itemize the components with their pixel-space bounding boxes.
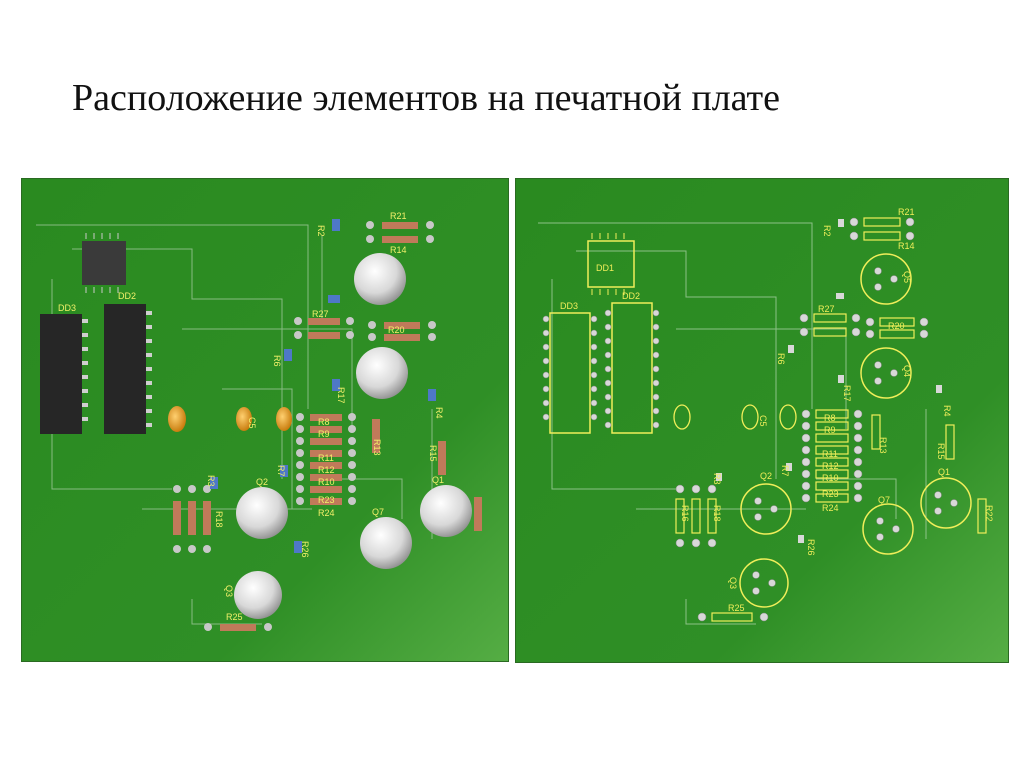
dd2-chip: [104, 304, 146, 434]
pcb-layout-view: DD1 DD3 DD2 C5: [515, 178, 1009, 663]
svg-text:R17: R17: [842, 385, 852, 402]
svg-text:DD1: DD1: [596, 263, 614, 273]
svg-text:Q7: Q7: [372, 507, 384, 517]
svg-text:Q7: Q7: [878, 495, 890, 505]
dd1-outline: [587, 240, 635, 288]
svg-text:R23: R23: [822, 489, 839, 499]
svg-text:Q2: Q2: [760, 471, 772, 481]
svg-text:R21: R21: [898, 207, 915, 217]
svg-text:Q1: Q1: [938, 467, 950, 477]
svg-text:R26: R26: [300, 541, 310, 558]
svg-text:R13: R13: [372, 439, 382, 456]
svg-text:R6: R6: [272, 355, 282, 367]
svg-text:R18: R18: [214, 511, 224, 528]
slide-title: Расположение элементов на печатной плате: [72, 77, 781, 119]
svg-text:R4: R4: [434, 407, 444, 419]
svg-text:R2: R2: [822, 225, 832, 237]
svg-text:R23: R23: [318, 495, 335, 505]
svg-text:R24: R24: [822, 503, 839, 513]
svg-text:R24: R24: [318, 508, 335, 518]
svg-text:R8: R8: [824, 413, 836, 423]
svg-text:R16: R16: [680, 505, 690, 522]
dd3-chip: [40, 314, 82, 434]
svg-text:R27: R27: [312, 309, 329, 319]
svg-text:R22: R22: [984, 505, 994, 522]
svg-text:R9: R9: [318, 429, 330, 439]
svg-text:R8: R8: [318, 417, 330, 427]
svg-text:R18: R18: [712, 505, 722, 522]
svg-text:R7: R7: [780, 465, 790, 477]
svg-text:R10: R10: [318, 477, 335, 487]
svg-text:R20: R20: [388, 325, 405, 335]
svg-text:R15: R15: [936, 443, 946, 460]
svg-text:Q5: Q5: [902, 271, 912, 283]
svg-text:R11: R11: [318, 453, 334, 463]
svg-text:R4: R4: [942, 405, 952, 417]
svg-text:R3: R3: [206, 475, 216, 487]
svg-text:R2: R2: [316, 225, 326, 237]
svg-text:DD2: DD2: [118, 291, 136, 301]
svg-text:R21: R21: [390, 211, 407, 221]
svg-text:R11: R11: [822, 449, 838, 459]
svg-text:R14: R14: [390, 245, 407, 255]
svg-text:R13: R13: [878, 437, 888, 454]
svg-text:DD3: DD3: [58, 303, 76, 313]
svg-text:R9: R9: [824, 425, 836, 435]
svg-text:R12: R12: [822, 461, 839, 471]
pcb-layout-svg: DD1 DD3 DD2 C5: [516, 179, 1008, 662]
svg-text:Q2: Q2: [256, 477, 268, 487]
svg-text:R6: R6: [776, 353, 786, 365]
svg-text:Q4: Q4: [902, 365, 912, 377]
svg-text:DD2: DD2: [622, 291, 640, 301]
svg-text:R14: R14: [898, 241, 915, 251]
dd1-chip: [82, 241, 126, 285]
svg-text:C5: C5: [247, 417, 257, 429]
svg-text:Q3: Q3: [224, 585, 234, 597]
svg-text:R25: R25: [728, 603, 745, 613]
svg-text:R26: R26: [806, 539, 816, 556]
svg-text:Q3: Q3: [728, 577, 738, 589]
svg-text:R27: R27: [818, 304, 835, 314]
svg-text:R15: R15: [428, 445, 438, 462]
svg-text:R20: R20: [888, 321, 905, 331]
svg-text:R10: R10: [822, 473, 839, 483]
svg-text:R12: R12: [318, 465, 335, 475]
svg-text:R7: R7: [276, 465, 286, 477]
svg-text:R3: R3: [712, 473, 722, 485]
svg-text:DD3: DD3: [560, 301, 578, 311]
svg-text:C5: C5: [758, 415, 768, 427]
transistor-cans: [234, 253, 472, 619]
svg-text:Q1: Q1: [432, 475, 444, 485]
svg-text:R25: R25: [226, 612, 243, 622]
svg-text:R17: R17: [336, 387, 346, 404]
